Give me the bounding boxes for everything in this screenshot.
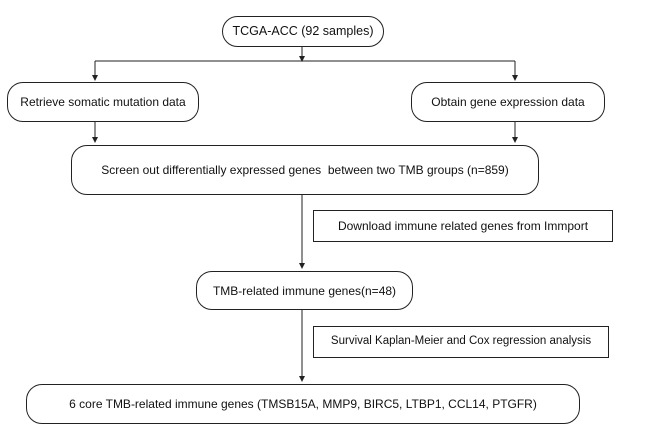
core-genes-node: 6 core TMB-related immune genes (TMSB15A…: [26, 384, 580, 424]
right-branch-node: Obtain gene expression data: [411, 82, 605, 122]
survival-analysis-label: Survival Kaplan-Meier and Cox regression…: [330, 335, 592, 348]
start-node-tcga-acc: TCGA-ACC (92 samples): [222, 16, 384, 47]
immport-download-box: Download immune related genes from Immpo…: [313, 210, 613, 242]
deg-screen-label: Screen out differentially expressed gene…: [101, 163, 509, 177]
tmb-immune-genes-node: TMB-related immune genes(n=48): [196, 271, 413, 310]
core-genes-label: 6 core TMB-related immune genes (TMSB15A…: [69, 397, 537, 411]
immport-download-label: Download immune related genes from Immpo…: [337, 219, 589, 233]
survival-analysis-box: Survival Kaplan-Meier and Cox regression…: [313, 326, 609, 358]
deg-screen-node: Screen out differentially expressed gene…: [71, 145, 539, 195]
start-node-label: TCGA-ACC (92 samples): [232, 24, 374, 39]
left-branch-node: Retrieve somatic mutation data: [7, 82, 199, 122]
tmb-immune-genes-label: TMB-related immune genes(n=48): [212, 283, 397, 298]
right-branch-label: Obtain gene expression data: [431, 95, 585, 109]
left-branch-label: Retrieve somatic mutation data: [20, 95, 186, 109]
